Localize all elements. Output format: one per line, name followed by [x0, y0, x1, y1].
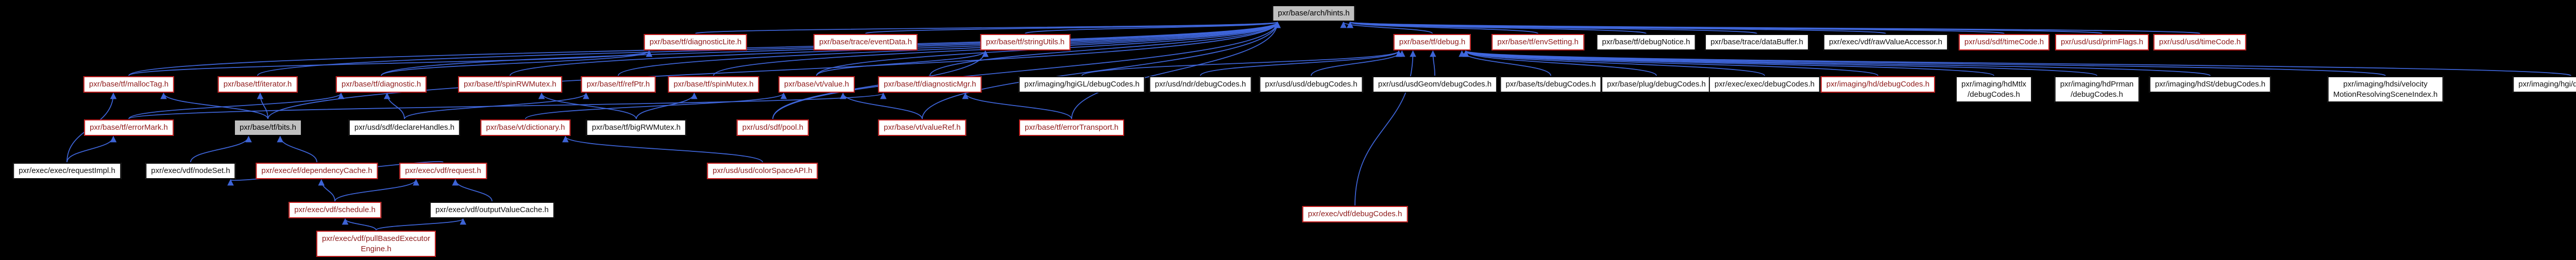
graph-node-traceEventData[interactable]: pxr/base/trace/eventData.h [813, 34, 918, 50]
include-edge [525, 92, 787, 119]
graph-node-tfIterator[interactable]: pxr/base/tf/iterator.h [217, 76, 298, 93]
graph-node-tsDebugCodes[interactable]: pxr/base/ts/debugCodes.h [1500, 76, 1602, 93]
include-edge [1071, 21, 1281, 119]
include-edge [452, 179, 493, 202]
include-edge [1311, 50, 1405, 76]
graph-node-ndrDebugCodes[interactable]: pxr/usd/ndr/debugCodes.h [1149, 76, 1252, 93]
include-edge [128, 92, 345, 119]
include-edge [772, 21, 1281, 119]
graph-node-tfDebug[interactable]: pxr/base/tf/debug.h [1393, 34, 1471, 50]
include-edge [277, 135, 317, 163]
include-edge [1354, 50, 1416, 206]
graph-node-hdPrmanDebugCodes[interactable]: pxr/imaging/hdPrman /debugCodes.h [2054, 76, 2140, 102]
include-edge [1462, 50, 1765, 76]
graph-node-tfRefPtr[interactable]: pxr/base/tf/refPtr.h [581, 76, 656, 93]
graph-node-vdfNodeSet[interactable]: pxr/exec/vdf/nodeSet.h [145, 163, 236, 179]
graph-node-hgiGLDebugCodes[interactable]: pxr/imaging/hgiGL/debugCodes.h [1019, 76, 1145, 93]
include-edge [816, 50, 989, 76]
graph-node-tfErrorTransport[interactable]: pxr/base/tf/errorTransport.h [1019, 119, 1125, 136]
graph-node-vtValueRef[interactable]: pxr/base/vt/valueRef.h [878, 119, 967, 136]
graph-node-vtDictionary[interactable]: pxr/base/vt/dictionary.h [480, 119, 571, 136]
include-edge [1463, 50, 1878, 76]
graph-node-vdfRawValueAccessor[interactable]: pxr/exec/vdf/rawValueAccessor.h [1823, 34, 1948, 50]
include-edge [257, 92, 268, 119]
graph-node-efDependencyCache[interactable]: pxr/exec/ef/dependencyCache.h [256, 163, 378, 179]
graph-node-vdfPullBasedExecutorEngine[interactable]: pxr/exec/vdf/pullBasedExecutor Engine.h [316, 231, 436, 257]
graph-node-sdfPool[interactable]: pxr/usd/sdf/pool.h [736, 119, 809, 136]
include-edge [1462, 50, 1657, 76]
graph-node-hdStDebugCodes[interactable]: pxr/imaging/hdSt/debugCodes.h [2149, 76, 2272, 93]
include-edge [376, 218, 466, 231]
graph-node-tfErrorMark[interactable]: pxr/base/tf/errorMark.h [84, 119, 174, 136]
graph-node-tfBigRWMutex[interactable]: pxr/base/tf/bigRWMutex.h [586, 119, 687, 136]
graph-node-usdGeomDebugCodes[interactable]: pxr/usd/usdGeom/debugCodes.h [1372, 76, 1498, 93]
graph-node-vdfRequest[interactable]: pxr/exec/vdf/request.h [399, 163, 487, 179]
graph-node-execDebugCodes[interactable]: pxr/exec/exec/debugCodes.h [1708, 76, 1821, 93]
include-edge [1347, 21, 2200, 34]
graph-node-vdfOutputValueCache[interactable]: pxr/exec/vdf/outputValueCache.h [430, 202, 554, 218]
graph-node-tfDebugNotice[interactable]: pxr/base/tf/debugNotice.h [1596, 34, 1696, 50]
include-edge [1347, 21, 1538, 34]
include-edge [128, 50, 652, 76]
graph-node-tfBits[interactable]: pxr/base/tf/bits.h [233, 119, 302, 136]
graph-node-vdfSchedule[interactable]: pxr/exec/vdf/schedule.h [289, 202, 381, 218]
include-edge [404, 92, 589, 119]
include-edge [922, 21, 1281, 119]
graph-node-tfDiagnostic[interactable]: pxr/base/tf/diagnostic.h [335, 76, 427, 93]
graph-node-tfMallocTag[interactable]: pxr/base/tf/mallocTag.h [83, 76, 175, 93]
include-edge [1081, 50, 1402, 76]
include-edge [1463, 50, 2211, 76]
graph-node-tfDiagnosticMgr[interactable]: pxr/base/tf/diagnosticMgr.h [878, 76, 982, 93]
include-edge [636, 92, 698, 119]
graph-node-usdColorSpaceAPI[interactable]: pxr/usd/usd/colorSpaceAPI.h [707, 163, 818, 179]
graph-node-sdfDeclareHandles[interactable]: pxr/usd/sdf/declareHandles.h [348, 119, 461, 136]
include-edge [538, 92, 637, 119]
include-edge [334, 179, 419, 202]
graph-node-tfStringUtils[interactable]: pxr/base/tf/stringUtils.h [980, 34, 1071, 50]
graph-node-sdfTimeCode[interactable]: pxr/usd/sdf/timeCode.h [1958, 34, 2050, 50]
graph-node-vdfDebugCodes[interactable]: pxr/exec/vdf/debugCodes.h [1302, 206, 1408, 222]
include-edge [66, 135, 117, 163]
graph-node-tfDiagnosticLite[interactable]: pxr/base/tf/diagnosticLite.h [643, 34, 748, 50]
include-edge [128, 92, 887, 119]
graph-node-plugDebugCodes[interactable]: pxr/base/plug/debugCodes.h [1601, 76, 1711, 93]
graph-node-usdTimeCode[interactable]: pxr/usd/usd/timeCode.h [2153, 34, 2247, 50]
include-edge [695, 21, 1280, 34]
include-edge [190, 135, 252, 163]
graph-node-hdMtlxDebugCodes[interactable]: pxr/imaging/hdMtlx /debugCodes.h [1956, 76, 2032, 102]
graph-node-tfSpinRWMutex[interactable]: pxr/base/tf/spinRWMutex.h [458, 76, 562, 93]
include-edge [383, 92, 405, 119]
graph-node-execRequestImpl[interactable]: pxr/exec/exec/requestImpl.h [13, 163, 121, 179]
include-edge [929, 21, 1281, 76]
include-edge [562, 135, 763, 163]
graph-node-hgiDebugCodes[interactable]: pxr/imaging/hgi/debugCodes.h [2513, 76, 2576, 93]
graph-node-hdDebugCodes[interactable]: pxr/imaging/hd/debugCodes.h [1820, 76, 1936, 93]
include-edge [1200, 50, 1402, 76]
graph-node-vtValue[interactable]: pxr/base/vt/value.h [778, 76, 855, 93]
graph-node-archHints[interactable]: pxr/base/arch/hints.h [1272, 5, 1355, 22]
include-edge [1429, 50, 1436, 76]
graph-node-traceDataBuffer[interactable]: pxr/base/trace/dataBuffer.h [1705, 34, 1809, 50]
include-edge [1025, 21, 1281, 34]
graph-node-tfEnvSetting[interactable]: pxr/base/tf/envSetting.h [1492, 34, 1584, 50]
include-edge [342, 218, 377, 231]
include-edge [962, 92, 1072, 119]
graph-node-hdsiVelocity[interactable]: pxr/imaging/hdsi/velocity MotionResolvin… [2327, 76, 2444, 102]
include-edge [840, 92, 923, 119]
include-edge [618, 21, 1281, 76]
include-edge [1463, 50, 2571, 76]
graph-node-tfSpinMutex[interactable]: pxr/base/tf/spinMutex.h [668, 76, 759, 93]
include-edge [160, 92, 268, 119]
graph-node-usdDebugCodes[interactable]: pxr/usd/usd/debugCodes.h [1259, 76, 1363, 93]
include-edge [267, 21, 1281, 119]
graph-node-usdPrimFlags[interactable]: pxr/usd/usd/primFlags.h [2055, 34, 2149, 50]
include-edge [381, 50, 653, 76]
include-edge [318, 179, 335, 202]
include-edge [1463, 50, 2386, 76]
